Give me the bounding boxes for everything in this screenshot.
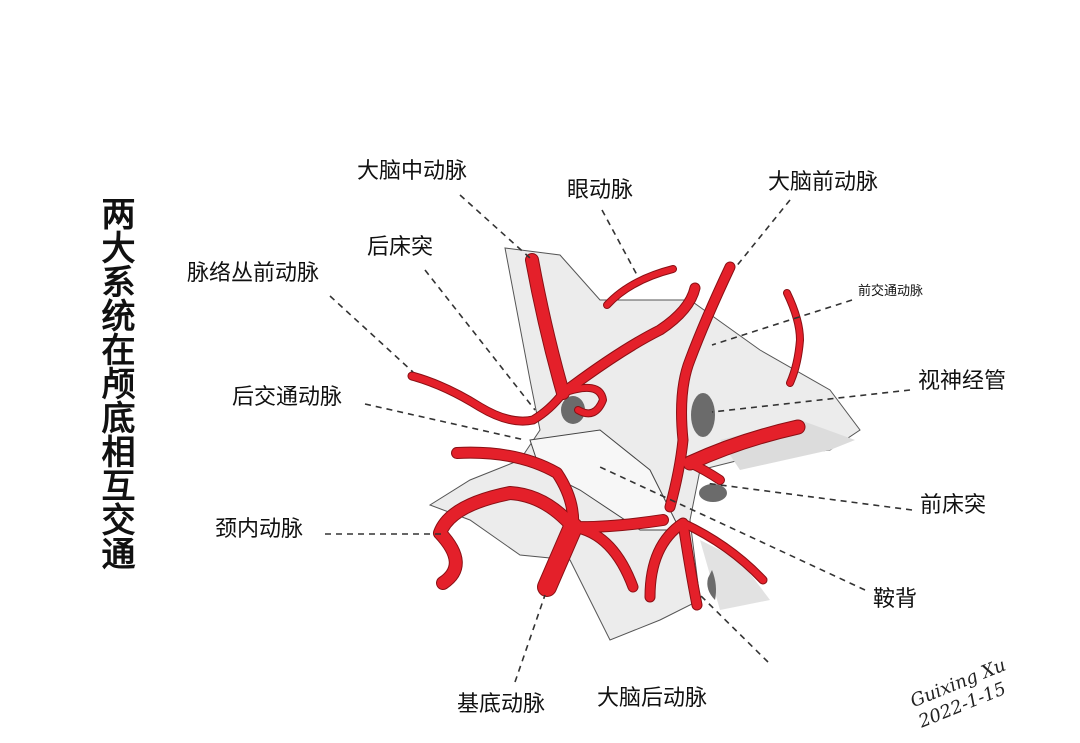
artery-segment	[683, 420, 805, 470]
label-anterior-clinoid: 前床突	[920, 493, 987, 518]
label-anterior-communicating-artery: 前交通动脉	[858, 284, 924, 299]
artery-segment	[604, 266, 676, 308]
label-dorsum-sellae: 鞍背	[873, 587, 918, 612]
artery-segment	[686, 459, 724, 484]
posterior-clinoid-foramen	[561, 396, 585, 424]
label-ophthalmic-artery: 眼动脉	[567, 178, 634, 203]
label-posterior-communicating-artery: 后交通动脉	[232, 385, 343, 410]
artery-segment	[526, 254, 569, 399]
artery-segment	[665, 262, 735, 512]
label-posterior-clinoid: 后床突	[367, 235, 434, 260]
arteries	[407, 253, 806, 611]
artery-segment	[679, 519, 767, 584]
artery-segment	[408, 372, 567, 425]
label-internal-carotid-artery: 颈内动脉	[215, 517, 304, 542]
label-optic-canal: 视神经管	[918, 369, 1007, 394]
artery-segment	[558, 283, 700, 398]
leader-lines	[325, 194, 913, 683]
label-basilar-artery: 基底动脉	[457, 692, 546, 717]
optic-canal-opening	[691, 393, 715, 437]
artery-segment	[560, 384, 606, 417]
artery-segment	[784, 290, 803, 386]
skull-base-bone	[428, 247, 861, 641]
label-posterior-cerebral-artery: 大脑后动脉	[597, 686, 708, 711]
label-anterior-cerebral-artery: 大脑前动脉	[768, 170, 879, 195]
artery-segment	[452, 447, 668, 533]
artery-segment	[538, 518, 582, 596]
label-anterior-choroidal-artery: 脉络丛前动脉	[187, 261, 320, 286]
label-middle-cerebral-artery: 大脑中动脉	[357, 159, 468, 184]
artery-segment	[568, 522, 638, 592]
anterior-clinoid-mark	[699, 484, 727, 502]
artery-segment	[434, 487, 579, 589]
diagram-title: 两大系统在颅底相互交通	[95, 196, 135, 570]
